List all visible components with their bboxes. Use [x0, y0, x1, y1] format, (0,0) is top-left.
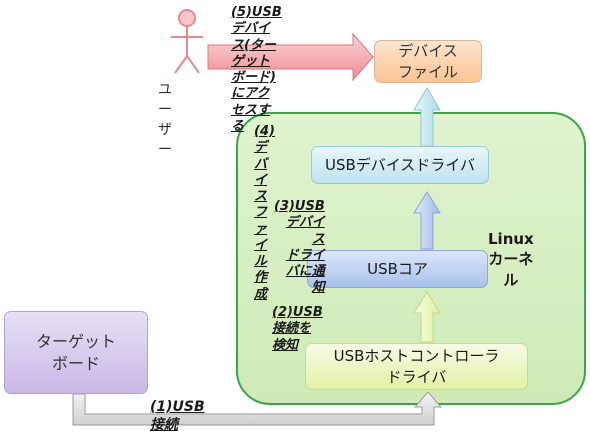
step3-label: (3)USBデバイス ドライバに通知 — [274, 199, 325, 296]
usb-host-controller-driver-box: USBホストコントローラ ドライバ — [305, 343, 528, 390]
user-label: ユーザー — [158, 82, 172, 158]
linux-kernel-label: Linux カーネル — [488, 230, 534, 289]
create-device-file-arrow — [413, 87, 441, 147]
step1-label: (1)USB接続 — [150, 399, 205, 433]
usb-device-driver-box: USBデバイスドライバ — [311, 146, 489, 184]
detect-connection-arrow — [413, 291, 441, 343]
step5-label: (5)USBデバイス(ターゲットボード) にアクセスする — [231, 5, 282, 134]
step4-label: (4)デバイスファイル作成 — [254, 124, 275, 302]
notify-driver-arrow — [413, 191, 441, 250]
device-file-box: デバイス ファイル — [374, 40, 482, 83]
usb-core-box: USBコア — [307, 250, 488, 288]
step2-label: (2)USB接続を検知 — [272, 305, 323, 353]
usb-connection-arrow — [72, 391, 443, 426]
access-arrow — [207, 32, 374, 82]
user-figure-icon — [171, 9, 203, 74]
target-board-box: ターゲット ボード — [4, 311, 148, 394]
